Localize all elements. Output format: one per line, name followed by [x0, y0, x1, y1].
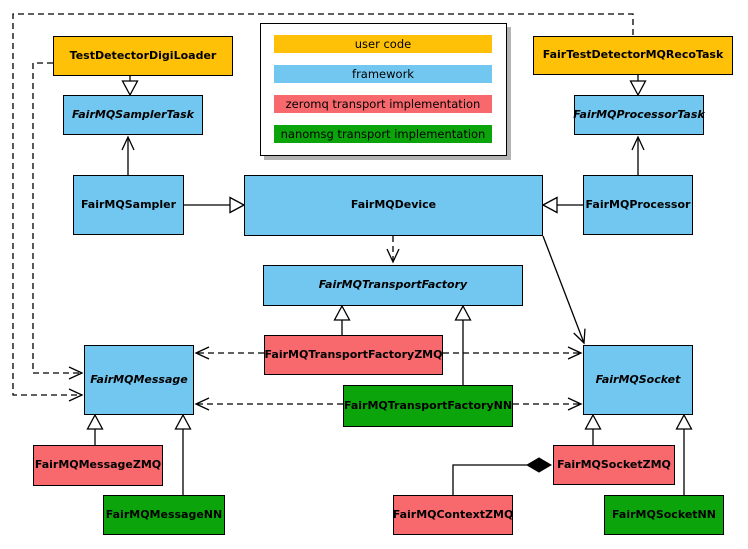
- edge-fairTestDetectorMQRecoTask-fairMQProcessorTask: [629, 75, 647, 97]
- node-fairMQProcessorTask: FairMQProcessorTask: [573, 95, 705, 135]
- edge-testDetectorDigiLoader-fairMQMessage: [32, 62, 84, 380]
- node-fairMQMessage: FairMQMessage: [84, 345, 194, 415]
- edge-fairMQTransportFactoryNN-fairMQMessage: [194, 397, 343, 411]
- open-arrowhead: [68, 388, 84, 402]
- edge-fairMQTransportFactoryNN-fairMQSocket: [513, 397, 583, 411]
- legend: user code framework zeromq transport imple…: [260, 23, 507, 156]
- node-fairMQSocketZMQ: FairMQSocketZMQ: [553, 445, 675, 485]
- edge-fairMQSampler-fairMQDevice: [184, 196, 246, 214]
- legend-item-framework: framework: [274, 65, 492, 83]
- edge-fairMQMessageNN-fairMQMessage: [174, 413, 192, 495]
- node-fairMQContextZMQ: FairMQContextZMQ: [393, 495, 513, 535]
- edge-fairMQDevice-fairMQSocket: [542, 235, 586, 345]
- node-fairMQSocketNN: FairMQSocketNN: [604, 495, 724, 535]
- open-arrowhead: [567, 397, 583, 411]
- node-testDetectorDigiLoader: TestDetectorDigiLoader: [53, 36, 233, 76]
- edge-fairMQContextZMQ-fairMQSocketZMQ: [452, 457, 552, 495]
- open-arrowhead: [68, 366, 84, 380]
- node-fairMQMessageNN: FairMQMessageNN: [103, 495, 225, 535]
- inheritance-arrowhead: [541, 196, 558, 214]
- inheritance-arrowhead: [174, 413, 192, 430]
- open-arrowhead: [573, 328, 586, 345]
- edge-fairMQTransportFactoryZMQ-fairMQMessage: [194, 346, 264, 360]
- edge-line-composition: [452, 464, 527, 495]
- edge-fairMQProcessor-fairMQProcessorTask: [631, 135, 645, 175]
- inheritance-arrowhead: [229, 196, 246, 214]
- edge-line-dependency: [32, 62, 82, 374]
- open-arrowhead: [567, 346, 583, 360]
- edge-fairMQSampler-fairMQSamplerTask: [121, 135, 135, 175]
- edge-fairMQSocketNN-fairMQSocket: [675, 413, 693, 495]
- inheritance-arrowhead: [86, 413, 104, 430]
- open-arrowhead: [121, 135, 135, 151]
- edge-line-association: [542, 235, 585, 344]
- node-fairMQSampler: FairMQSampler: [73, 175, 184, 235]
- edge-fairMQTransportFactoryZMQ-fairMQTransportFactory: [333, 304, 351, 335]
- inheritance-arrowhead: [121, 80, 139, 97]
- edge-fairTestDetectorMQRecoTask-fairMQMessage: [12, 13, 634, 402]
- node-fairMQTransportFactory: FairMQTransportFactory: [263, 265, 523, 306]
- inheritance-arrowhead: [629, 80, 647, 97]
- edge-testDetectorDigiLoader-fairMQSamplerTask: [121, 76, 139, 97]
- legend-item-zeromq: zeromq transport implementation: [274, 95, 492, 113]
- node-fairMQSamplerTask: FairMQSamplerTask: [63, 95, 203, 135]
- edge-fairMQProcessor-fairMQDevice: [541, 196, 583, 214]
- open-arrowhead: [194, 397, 210, 411]
- legend-item-user_code: user code: [274, 35, 492, 53]
- node-fairMQProcessor: FairMQProcessor: [583, 175, 693, 235]
- edge-fairMQTransportFactoryNN-fairMQTransportFactory: [454, 304, 472, 385]
- node-fairMQDevice: FairMQDevice: [244, 175, 543, 236]
- node-fairTestDetectorMQRecoTask: FairTestDetectorMQRecoTask: [533, 36, 733, 75]
- edge-line-dependency: [12, 13, 634, 396]
- edge-fairMQTransportFactoryZMQ-fairMQSocket: [443, 346, 583, 360]
- inheritance-arrowhead: [675, 413, 693, 430]
- open-arrowhead: [386, 248, 400, 264]
- open-arrowhead: [194, 346, 210, 360]
- node-fairMQTransportFactoryZMQ: FairMQTransportFactoryZMQ: [264, 335, 443, 375]
- composition-diamond: [526, 457, 552, 473]
- inheritance-arrowhead: [333, 304, 351, 321]
- node-fairMQMessageZMQ: FairMQMessageZMQ: [33, 445, 163, 486]
- edge-fairMQMessageZMQ-fairMQMessage: [86, 413, 104, 445]
- inheritance-arrowhead: [584, 413, 602, 430]
- edge-fairMQDevice-fairMQTransportFactory: [386, 236, 400, 264]
- node-fairMQSocket: FairMQSocket: [583, 345, 693, 415]
- legend-item-nanomsg: nanomsg transport implementation: [274, 125, 492, 143]
- node-fairMQTransportFactoryNN: FairMQTransportFactoryNN: [343, 385, 513, 427]
- edge-fairMQSocketZMQ-fairMQSocket: [584, 413, 602, 445]
- inheritance-arrowhead: [454, 304, 472, 321]
- open-arrowhead: [631, 135, 645, 151]
